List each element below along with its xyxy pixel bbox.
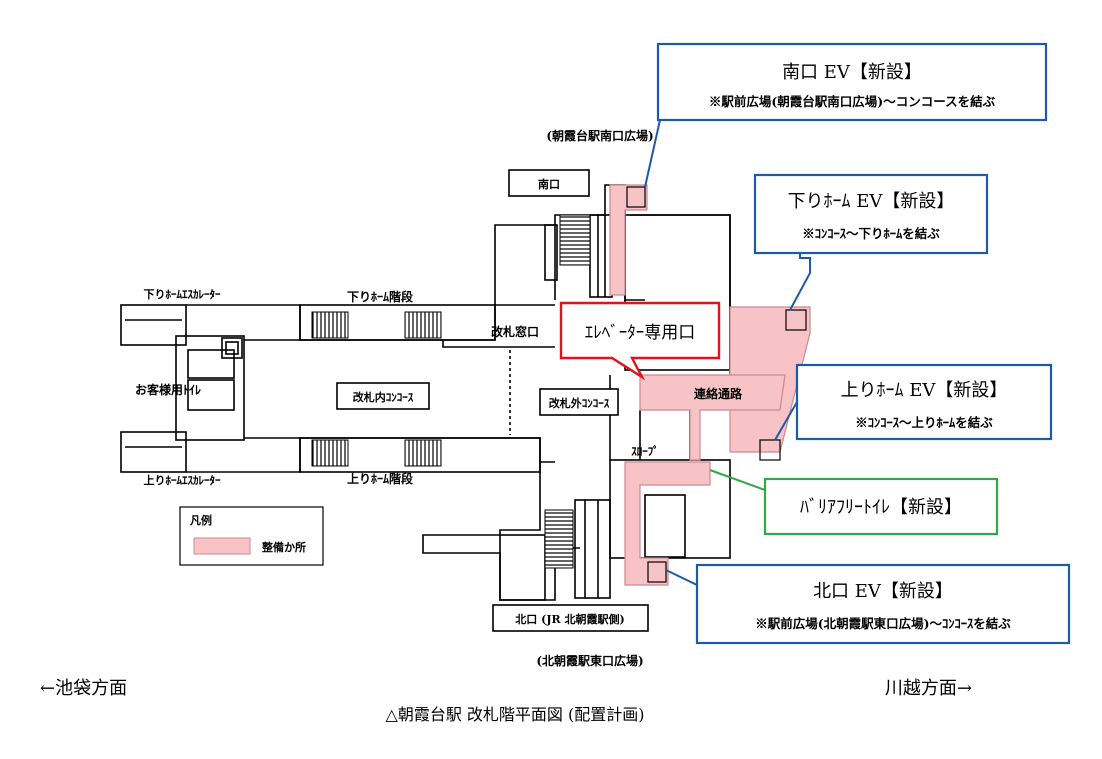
down-stairs-left xyxy=(311,311,349,339)
slope-label: ｽﾛｰﾌﾟ xyxy=(631,444,659,458)
down-ev-shaft xyxy=(785,309,807,331)
elevator-only-title: ｴﾚﾍﾞｰﾀｰ専用口 xyxy=(585,323,696,343)
north-exit-label: 北口 (JR 北朝霞駅側) xyxy=(515,612,624,626)
north-ev-title: 北口 EV【新設】 xyxy=(813,581,953,602)
north-exit-box xyxy=(492,604,649,632)
ticket-office-label: 改札窓口 xyxy=(491,324,539,339)
lower-ev-area xyxy=(624,461,711,586)
down-ev-subtitle: ※ｺﾝｺｰｽ～下りﾎｰﾑを結ぶ xyxy=(802,226,940,241)
ev-shafts xyxy=(626,186,807,583)
up-ev-subtitle: ※ｺﾝｺｰｽ～上りﾎｰﾑを結ぶ xyxy=(855,415,993,430)
up-stairs-right xyxy=(404,439,442,467)
connecting-passage-label: 連絡通路 xyxy=(694,386,743,401)
elevator-only-callout: ｴﾚﾍﾞｰﾀｰ専用口 xyxy=(559,301,721,381)
legend-item: 整備か所 xyxy=(261,540,306,554)
ikebukuro-direction: ←池袋方面 xyxy=(40,678,127,699)
up-ev-callout: 上りﾎｰﾑ EV【新設】 ※ｺﾝｺｰｽ～上りﾎｰﾑを結ぶ xyxy=(774,363,1053,441)
outside-concourse-label: 改札外ｺﾝｺｰｽ xyxy=(549,396,610,410)
inside-concourse-box xyxy=(336,382,430,410)
north-plaza-label: (北朝霞駅東口広場) xyxy=(536,653,643,668)
improvement-areas xyxy=(609,184,811,586)
north-ev-shaft xyxy=(647,561,667,583)
down-escalator-label: 下りﾎｰﾑｴｽｶﾚｰﾀｰ xyxy=(144,288,221,301)
down-ev-title: 下りﾎｰﾑ EV【新設】 xyxy=(788,191,955,212)
down-ev-callout: 下りﾎｰﾑ EV【新設】 ※ｺﾝｺｰｽ～下りﾎｰﾑを結ぶ xyxy=(753,173,989,311)
legend: 凡例 整備か所 xyxy=(179,506,324,566)
down-stairs-label: 下りﾎｰﾑ階段 xyxy=(347,289,414,304)
barrier-free-callout: ﾊﾞﾘｱﾌﾘｰﾄｲﾚ【新設】 xyxy=(709,469,999,536)
legend-swatch xyxy=(193,537,251,555)
south-ev-subtitle: ※駅前広場(朝霞台駅南口広場)～コンコースを結ぶ xyxy=(709,94,996,109)
up-stairs-left xyxy=(311,439,349,467)
south-plaza-label: (朝霞台駅南口広場) xyxy=(546,128,653,143)
legend-title: 凡例 xyxy=(190,513,212,527)
up-ev-shaft xyxy=(759,439,781,461)
inside-concourse-label: 改札内ｺﾝｺｰｽ xyxy=(353,390,414,404)
south-stairs xyxy=(559,214,591,266)
south-ev-shaft-area xyxy=(609,184,648,296)
south-exit-label: 南口 xyxy=(538,177,560,191)
outside-concourse-box xyxy=(539,388,619,416)
up-escalator-label: 上りﾎｰﾑｴｽｶﾚｰﾀｰ xyxy=(144,473,221,487)
north-ev-callout: 北口 EV【新設】 ※駅前広場(北朝霞駅東口広場)～ｺﾝｺｰｽを結ぶ xyxy=(665,563,1071,645)
down-stairs-right xyxy=(404,311,442,339)
barrier-free-title: ﾊﾞﾘｱﾌﾘｰﾄｲﾚ【新設】 xyxy=(800,497,962,518)
south-exit-box xyxy=(508,169,590,197)
caption: △朝霞台駅 改札階平面図 (配置計画) xyxy=(386,705,645,724)
kawagoe-direction: 川越方面→ xyxy=(885,678,972,699)
restroom-label: お客様用ﾄｲﾚ xyxy=(135,382,201,397)
north-stairs xyxy=(544,509,574,569)
south-ev-callout: 南口 EV【新設】 ※駅前広場(朝霞台駅南口広場)～コンコースを結ぶ xyxy=(644,42,1048,188)
up-stairs-label: 上りﾎｰﾑ階段 xyxy=(347,471,414,486)
up-ev-title: 上りﾎｰﾑ EV【新設】 xyxy=(841,380,1008,401)
north-ev-subtitle: ※駅前広場(北朝霞駅東口広場)～ｺﾝｺｰｽを結ぶ xyxy=(755,616,1011,631)
south-ev-title: 南口 EV【新設】 xyxy=(782,62,922,83)
south-ev-shaft xyxy=(626,186,646,208)
connecting-passage-main xyxy=(639,374,786,461)
